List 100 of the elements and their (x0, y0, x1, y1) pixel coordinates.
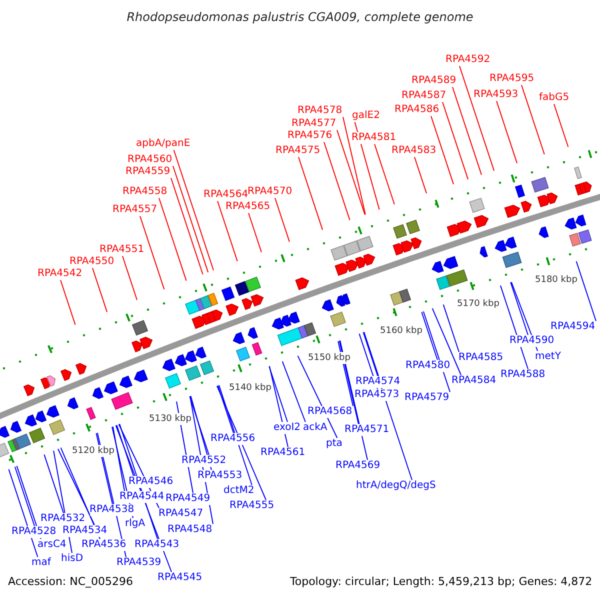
gene-label: htrA/degQ/degS (356, 480, 436, 492)
leader-line (510, 282, 528, 336)
leader-line (118, 424, 160, 508)
leader-line (217, 200, 238, 262)
leader-line (421, 311, 438, 360)
leader-line (60, 447, 100, 540)
gene-label: RPA4568 (308, 406, 352, 418)
gene-label: RPA4558 (122, 186, 168, 198)
leader-line (496, 100, 518, 164)
leader-line (576, 260, 596, 322)
leader-line (176, 401, 194, 494)
leader-line (248, 212, 262, 253)
leader-line (216, 385, 266, 500)
gene-label: RPA4583 (392, 145, 436, 157)
gene-label: RPA4587 (402, 90, 446, 102)
leader-line (363, 332, 379, 376)
gene-label: RPA4593 (474, 89, 518, 101)
leader-line (338, 340, 359, 424)
leader-line (190, 396, 214, 524)
leader-line (158, 198, 187, 282)
gene-label: RPA4586 (394, 104, 440, 116)
leader-line (358, 333, 378, 390)
leader-line (521, 84, 545, 155)
gene-label: RPA4574 (356, 376, 400, 388)
gene-label: RPA4550 (70, 256, 114, 268)
gene-label: RPA4532 (40, 513, 86, 525)
leader-line (173, 150, 214, 271)
gene-label: RPA4576 (288, 130, 332, 142)
scale-label: 5140 kbp (229, 382, 272, 394)
leader-line (96, 432, 126, 558)
leader-line (442, 102, 469, 180)
leader-line (268, 366, 288, 422)
leader-line (44, 454, 64, 514)
leader-line (452, 86, 482, 176)
gene-label: RPA4534 (62, 525, 108, 537)
gene-label: fabG5 (539, 92, 570, 104)
gene-label: RPA4590 (510, 335, 554, 347)
leader-line (338, 340, 354, 406)
gene-label: RPA4565 (226, 201, 270, 213)
gene-label: RPA4543 (134, 539, 180, 551)
leader-line (16, 465, 42, 540)
gene-label: exoI2 (274, 422, 301, 434)
gene-label: RPA4536 (82, 539, 126, 551)
gene-label: pta (326, 438, 342, 450)
gene-label: RPA4589 (412, 75, 456, 87)
leader-line (554, 104, 569, 148)
leader-line (442, 304, 460, 352)
gene-label: RPA4538 (90, 504, 134, 516)
scale-label: 5170 kbp (457, 298, 500, 310)
gene-label: apbA/panE (136, 138, 190, 150)
leader-line (140, 216, 165, 290)
scale-label: 5120 kbp (72, 445, 114, 457)
leader-line (342, 116, 366, 215)
gene-label: RPA4575 (276, 145, 320, 157)
leader-line (297, 355, 338, 438)
leader-line (116, 424, 134, 476)
scale-label: 5180 kbp (535, 274, 578, 286)
gene-label: galE2 (352, 110, 380, 122)
leader-line (324, 142, 350, 221)
gene-label: RPA4564 (204, 189, 248, 201)
scale-label: 5130 kbp (149, 413, 192, 425)
scale-label: 5160 kbp (380, 325, 422, 337)
leader-line (57, 448, 95, 526)
leader-line (60, 280, 76, 326)
leader-line (282, 360, 306, 422)
leader-line (170, 178, 204, 275)
leader-line (217, 385, 234, 434)
gene-label: RPA4580 (406, 360, 450, 372)
leader-line (122, 256, 138, 300)
leader-line (8, 468, 38, 558)
gene-label: RPA4552 (182, 455, 226, 467)
scale-label: 5150 kbp (308, 352, 350, 364)
gene-label: RPA4544 (120, 491, 164, 503)
leader-line (422, 310, 450, 392)
gene-label: RPA4546 (128, 476, 174, 488)
gene-label: RPA4556 (210, 433, 256, 445)
leader-line (189, 396, 210, 456)
gene-label: RPA4571 (344, 424, 390, 436)
gene-label: RPA4549 (166, 493, 210, 505)
topology-text: Topology: circular; Length: 5,459,213 bp; Genes: 4,872 (290, 576, 592, 588)
leader-line (430, 116, 454, 185)
leader-line (414, 156, 427, 194)
gene-label: RPA4592 (446, 54, 490, 66)
leader-line (14, 466, 35, 526)
gene-label: RPA4581 (352, 132, 396, 144)
leader-line (500, 285, 528, 370)
gene-label: rlgA (125, 518, 146, 530)
gene-label: RPA4595 (490, 73, 534, 85)
leader-line (362, 332, 412, 480)
gene-label: RPA4573 (354, 389, 400, 401)
leader-line (298, 156, 324, 230)
gene-label: RPA4557 (112, 204, 158, 216)
leader-line (336, 130, 366, 216)
gene-label: RPA4542 (38, 268, 82, 280)
leader-line (96, 432, 113, 504)
leader-line (274, 198, 290, 242)
leader-line (172, 166, 209, 273)
leader-line (432, 308, 462, 376)
leader-line (374, 144, 395, 205)
leader-line (459, 66, 495, 172)
